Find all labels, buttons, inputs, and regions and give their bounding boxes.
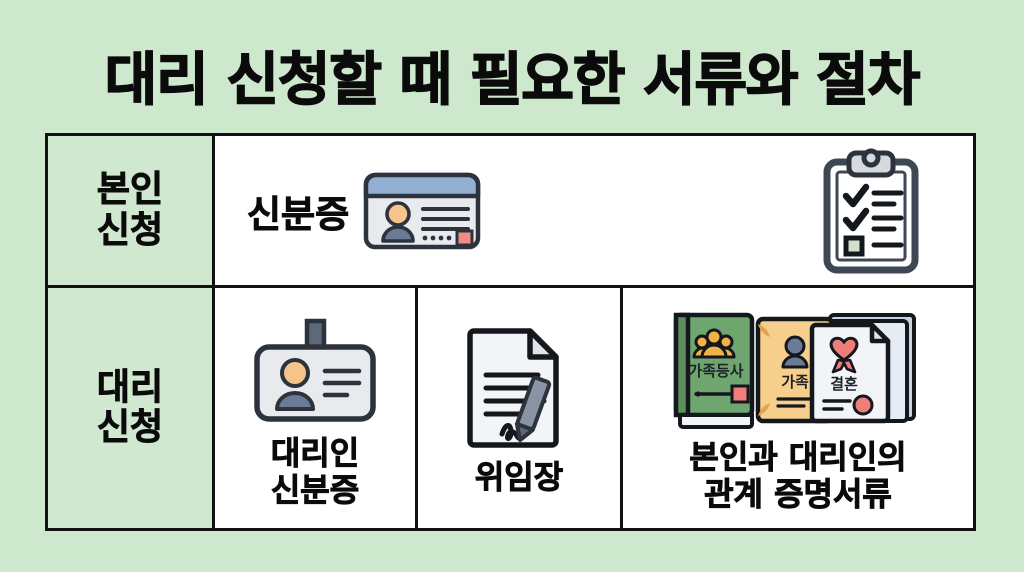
id-card-icon xyxy=(363,171,481,251)
family-card-label: 가족 xyxy=(781,373,809,391)
family-register-label: 가족등사 xyxy=(688,362,743,380)
document-signature-pen-icon xyxy=(460,325,578,449)
cell-power-of-attorney: 위임장 xyxy=(418,288,623,528)
table-row-proxy-application: 대리 신청 xyxy=(48,288,973,528)
id-card-label: 신분증 xyxy=(247,192,350,236)
table-row-self-application: 본인 신청 신분증 xyxy=(48,136,973,288)
id-card-group: 신분증 xyxy=(247,171,481,251)
row-label-self-application: 본인 신청 xyxy=(48,136,215,285)
requirements-table: 본인 신청 신분증 xyxy=(45,133,976,531)
cell-proxy-id-card: 대리인 신분증 xyxy=(215,288,418,528)
caption-proxy-id-card: 대리인 신분증 xyxy=(270,433,360,509)
cell-relationship-documents: 가족 결혼 xyxy=(623,288,973,528)
clipboard-checklist-icon xyxy=(821,148,921,274)
row-label-line2: 신청 xyxy=(96,407,164,449)
caption-line2: 관계 증명서류 xyxy=(704,475,893,513)
caption-line1: 위임장 xyxy=(474,458,564,497)
cell-self-application-documents: 신분증 xyxy=(215,136,973,285)
caption-power-of-attorney: 위임장 xyxy=(474,458,564,497)
caption-line2: 신분증 xyxy=(270,471,360,509)
row-label-proxy-application: 대리 신청 xyxy=(48,288,215,528)
row-label-line1: 대리 xyxy=(96,366,164,408)
id-badge-icon xyxy=(251,313,379,425)
marriage-certificate-label: 결혼 xyxy=(830,375,858,393)
caption-line1: 대리인 xyxy=(270,433,360,472)
page-title: 대리 신청할 때 필요한 서류와 절차 xyxy=(104,46,921,114)
row-label-line1: 본인 xyxy=(96,169,164,211)
relationship-documents-icon: 가족 결혼 xyxy=(658,309,938,429)
caption-relationship-documents: 본인과 대리인의 관계 증명서류 xyxy=(689,437,907,513)
caption-line1: 본인과 대리인의 xyxy=(689,437,907,476)
row-label-line2: 신청 xyxy=(96,209,164,251)
